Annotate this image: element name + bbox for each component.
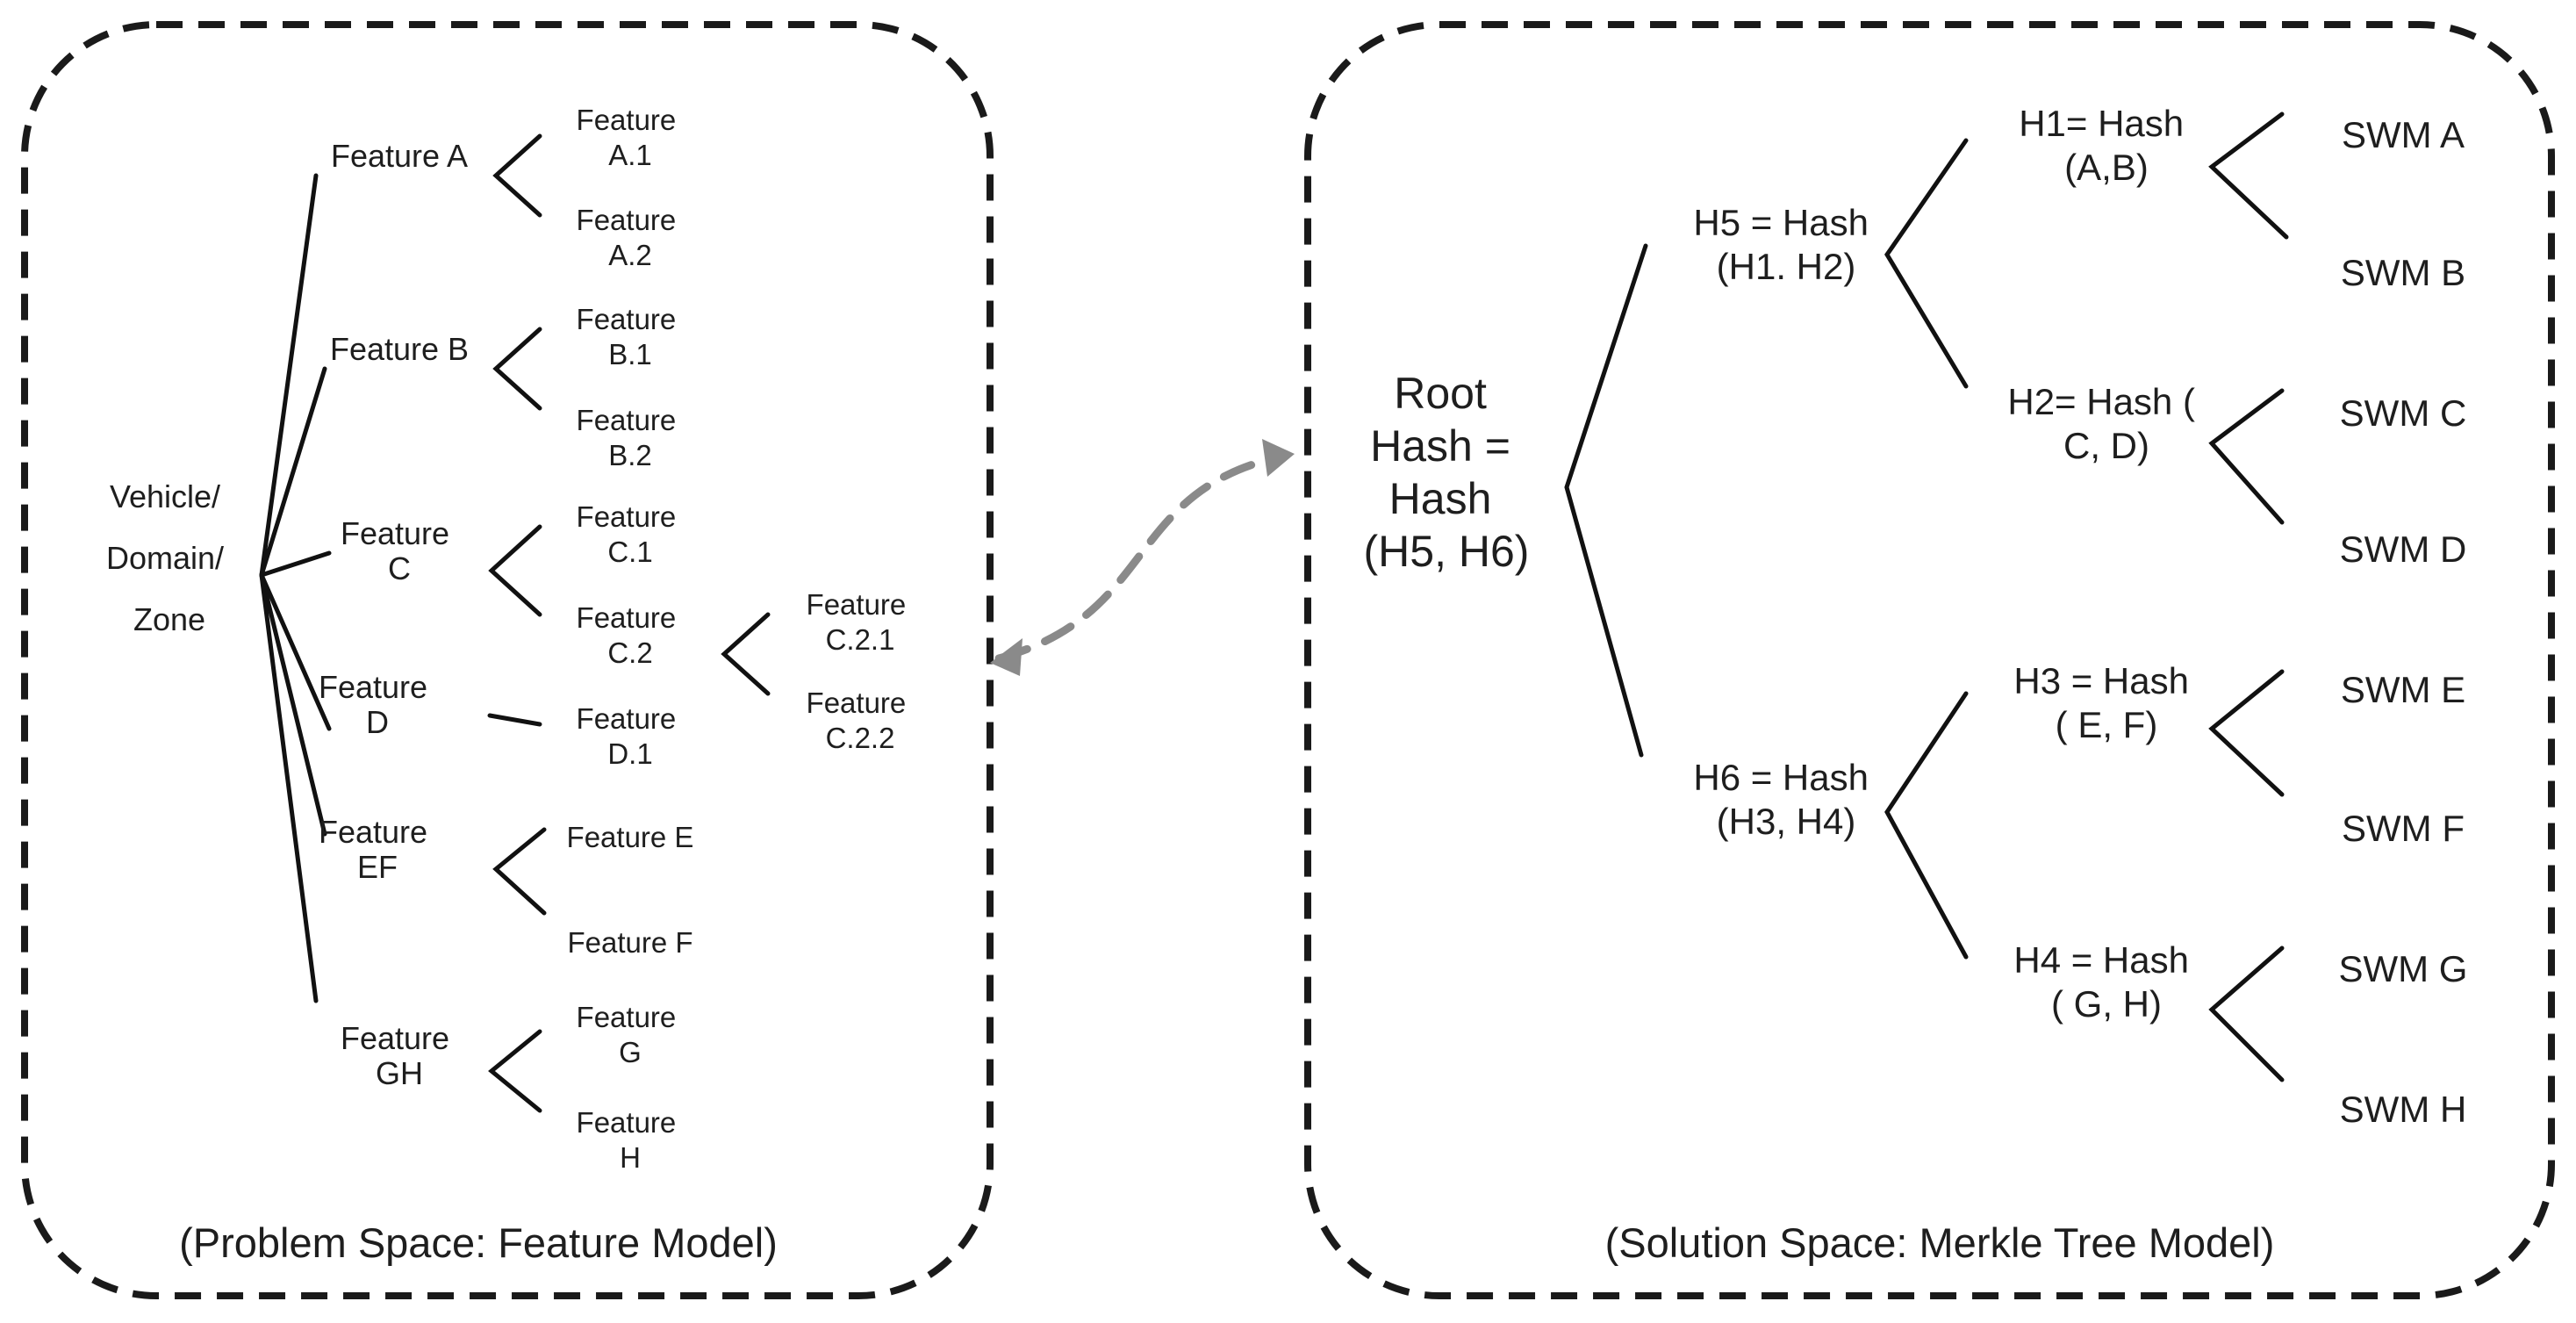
swm-c-label: SWM C (2340, 392, 2467, 434)
feature-c-label: Feature C (341, 515, 458, 586)
mapping-arrow (990, 439, 1295, 676)
h2-label: H2= Hash ( C, D) (2007, 381, 2205, 466)
solution-space-frame (1304, 21, 2555, 1299)
feature-g-label: Feature G (577, 1001, 685, 1068)
swm-a-label: SWM A (2342, 114, 2465, 155)
feature-a-label: Feature A (331, 138, 468, 174)
feature-c22-label: Feature C.2.2 (807, 687, 915, 754)
feature-e-label: Feature E (567, 821, 694, 853)
swm-b-label: SWM B (2341, 252, 2465, 293)
arrowhead-right (1262, 439, 1295, 477)
feature-c2-label: Feature C.2 (577, 601, 685, 669)
solution-space-caption: (Solution Space: Merkle Tree Model) (1605, 1219, 2275, 1266)
feature-d1-label: Feature D.1 (577, 702, 685, 770)
feature-c21-label: Feature C.2.1 (807, 588, 915, 656)
feature-gh-label: Feature GH (341, 1020, 458, 1091)
feature-c1-label: Feature C.1 (577, 500, 685, 568)
feature-model-labels: Vehicle/ Domain/ Zone Feature A Feature … (106, 104, 915, 1266)
feature-a1-label: Feature A.1 (577, 104, 685, 171)
h3-label: H3 = Hash ( E, F) (2013, 660, 2199, 745)
feature-b1-label: Feature B.1 (577, 303, 685, 370)
feature-b2-label: Feature B.2 (577, 404, 685, 471)
feature-a2-label: Feature A.2 (577, 204, 685, 271)
swm-e-label: SWM E (2341, 669, 2465, 710)
h1-label: H1= Hash (A,B) (2019, 103, 2194, 188)
arrowhead-left (990, 638, 1023, 676)
root-node-label: Vehicle/ Domain/ Zone (106, 478, 233, 637)
feature-b-label: Feature B (330, 331, 469, 367)
h6-label: H6 = Hash (H3, H4) (1693, 757, 1878, 842)
swm-f-label: SWM F (2342, 808, 2465, 849)
feature-d-label: Feature D (319, 669, 436, 740)
root-hash-label: Root Hash = Hash (H5, H6) (1364, 369, 1530, 576)
feature-f-label: Feature F (567, 926, 692, 959)
problem-space-frame (21, 21, 994, 1299)
feature-ef-label: Feature EF (319, 814, 436, 885)
feature-h-label: Feature H (577, 1106, 685, 1174)
h4-label: H4 = Hash ( G, H) (2013, 939, 2199, 1025)
h5-label: H5 = Hash (H1. H2) (1693, 202, 1878, 287)
swm-d-label: SWM D (2340, 528, 2467, 570)
merkle-tree-edges (1564, 111, 2289, 1082)
feature-model-edges (259, 133, 771, 1113)
swm-g-label: SWM G (2339, 948, 2468, 989)
swm-h-label: SWM H (2340, 1089, 2467, 1130)
problem-space-caption: (Problem Space: Feature Model) (179, 1219, 778, 1266)
merkle-tree-labels: Root Hash = Hash (H5, H6) H5 = Hash (H1.… (1364, 103, 2468, 1266)
